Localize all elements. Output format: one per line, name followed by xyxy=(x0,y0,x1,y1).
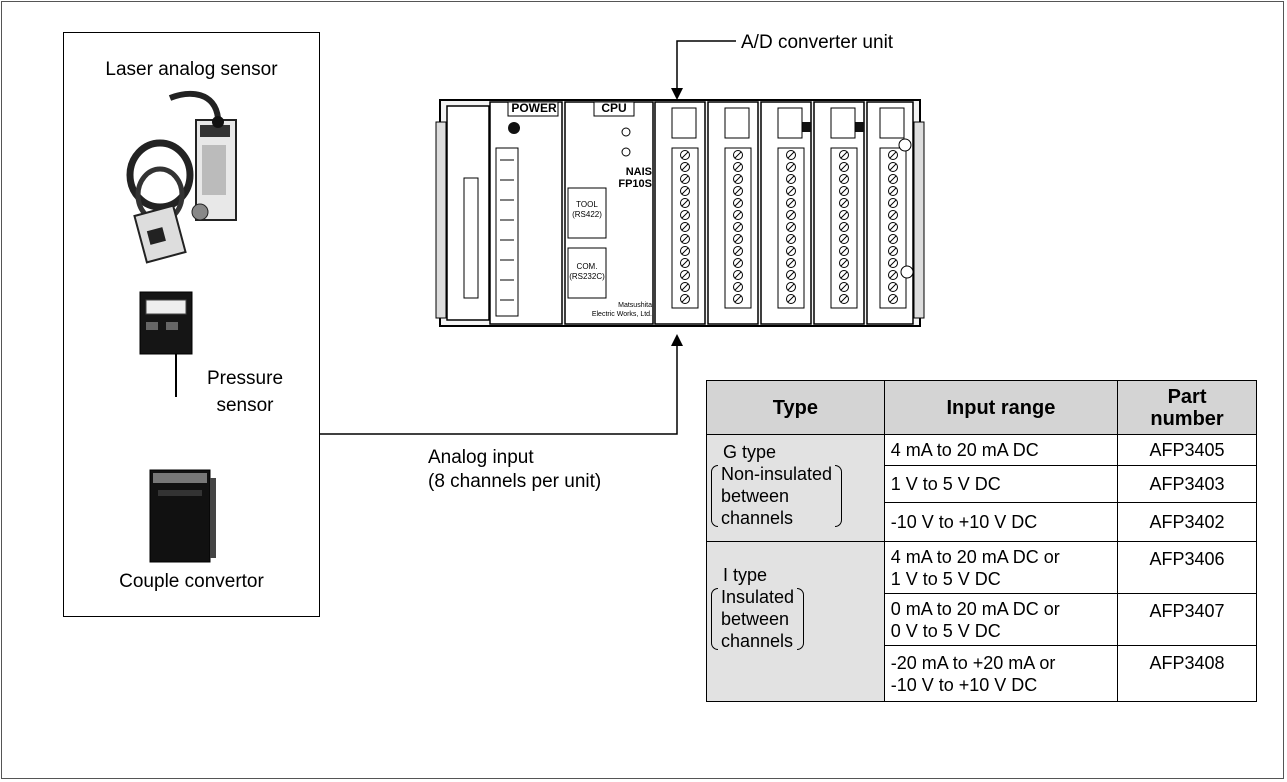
com-port-label: COM. xyxy=(568,262,606,272)
type-name: G type xyxy=(717,441,876,463)
type-description: Non-insulated between channels xyxy=(711,463,842,529)
input-range-line: 0 V to 5 V DC xyxy=(891,620,1111,642)
type-desc-line: channels xyxy=(721,507,832,529)
input-range-line: -20 mA to +20 mA or xyxy=(891,652,1111,674)
plc-illustration xyxy=(436,100,924,326)
input-range-cell: 1 V to 5 V DC xyxy=(884,466,1117,503)
input-range-cell: -20 mA to +20 mA or -10 V to +10 V DC xyxy=(884,646,1117,702)
analog-input-line xyxy=(320,334,683,434)
type-desc-line: between xyxy=(721,608,794,630)
type-name: I type xyxy=(717,564,876,586)
table-row: I type Insulated between channels 4 mA t… xyxy=(707,542,1257,594)
header-part-number: Part number xyxy=(1118,381,1257,435)
part-number-cell: AFP3408 xyxy=(1118,646,1257,702)
cpu-unit-label: CPU xyxy=(595,101,633,115)
pressure-sensor-illustration xyxy=(140,292,192,397)
type-description: Insulated between channels xyxy=(711,586,804,652)
spec-table: Type Input range Part number G type Non-… xyxy=(706,380,1257,702)
com-port-sublabel: (RS232C) xyxy=(568,272,606,282)
power-unit-label: POWER xyxy=(509,101,559,115)
part-number-cell: AFP3407 xyxy=(1118,594,1257,646)
input-range-line: 4 mA to 20 mA DC or xyxy=(891,546,1111,568)
converter-leader xyxy=(671,41,736,100)
input-range-cell: 4 mA to 20 mA DC or 1 V to 5 V DC xyxy=(884,542,1117,594)
header-type: Type xyxy=(707,381,885,435)
tool-port-sublabel: (RS422) xyxy=(568,210,606,220)
maker-label: Matsushita xyxy=(610,302,652,310)
part-number-cell: AFP3403 xyxy=(1118,466,1257,503)
type-desc-line: channels xyxy=(721,630,794,652)
input-range-cell: -10 V to +10 V DC xyxy=(884,503,1117,542)
input-range-cell: 0 mA to 20 mA DC or 0 V to 5 V DC xyxy=(884,594,1117,646)
input-range-line: 0 mA to 20 mA DC or xyxy=(891,598,1111,620)
part-number-cell: AFP3405 xyxy=(1118,435,1257,466)
table-header-row: Type Input range Part number xyxy=(707,381,1257,435)
couple-convertor-illustration xyxy=(150,470,216,562)
brand-label: NAIS xyxy=(614,166,652,178)
part-number-cell: AFP3402 xyxy=(1118,503,1257,542)
model-label: FP10S xyxy=(610,178,652,190)
input-range-line: 1 V to 5 V DC xyxy=(891,568,1111,590)
laser-sensor-illustration xyxy=(130,94,236,263)
tool-port-label: TOOL xyxy=(568,200,606,210)
type-desc-line: Non-insulated xyxy=(721,463,832,485)
part-number-cell: AFP3406 xyxy=(1118,542,1257,594)
type-desc-line: Insulated xyxy=(721,586,794,608)
header-input-range: Input range xyxy=(884,381,1117,435)
type-cell-i: I type Insulated between channels xyxy=(707,542,885,702)
table-row: G type Non-insulated between channels 4 … xyxy=(707,435,1257,466)
io-modules xyxy=(655,102,913,324)
type-desc-line: between xyxy=(721,485,832,507)
type-cell-g: G type Non-insulated between channels xyxy=(707,435,885,542)
maker-label-2: Electric Works, Ltd. xyxy=(568,311,652,319)
input-range-line: -10 V to +10 V DC xyxy=(891,674,1111,696)
input-range-cell: 4 mA to 20 mA DC xyxy=(884,435,1117,466)
